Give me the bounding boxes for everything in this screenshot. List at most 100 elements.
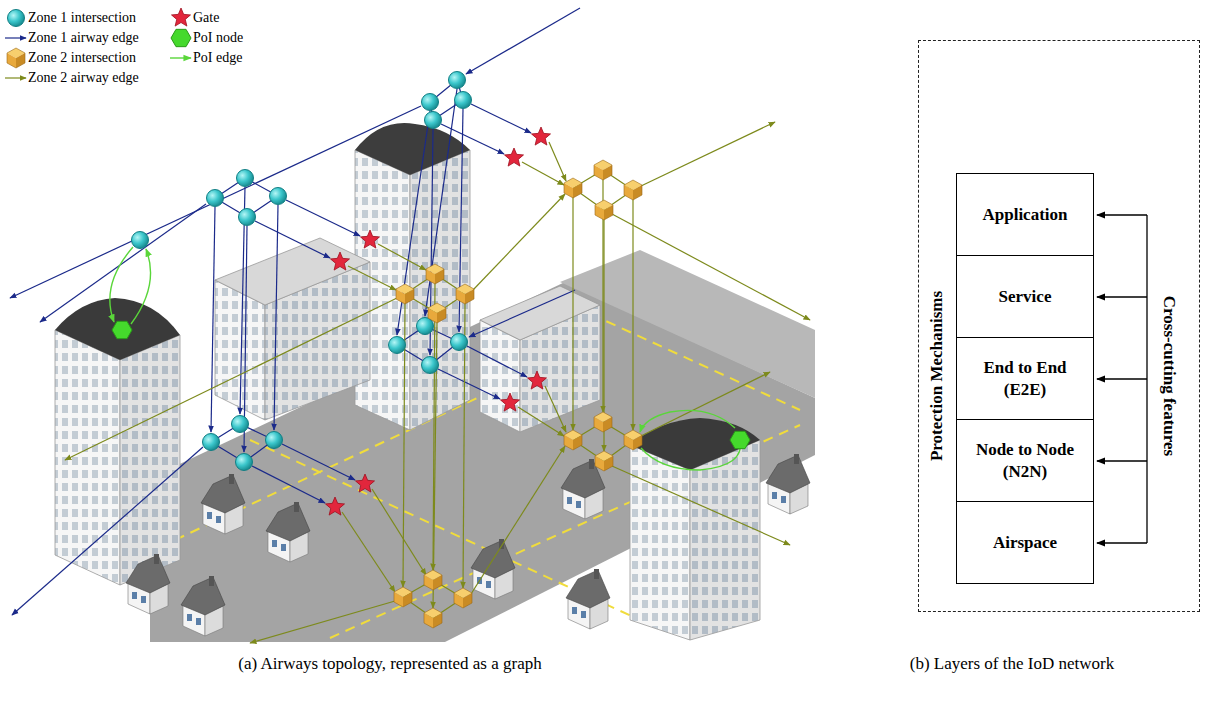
- zone1-airway-edges: [12, 447, 203, 615]
- layer-label: End to End (E2E): [965, 357, 1085, 400]
- intersections: [394, 587, 412, 607]
- zone1-airway-edges: [211, 207, 215, 432]
- legend-symbols: [170, 57, 191, 58]
- legend-symbols: [5, 8, 191, 78]
- gates: [360, 230, 379, 248]
- zone1-airway-edges: [274, 205, 278, 430]
- buildings: [766, 454, 810, 514]
- layer-label: Airspace: [993, 532, 1057, 553]
- zone1-airway-edges: [282, 444, 355, 480]
- gates: [531, 127, 550, 145]
- layer-box: End to End (E2E): [956, 337, 1094, 420]
- cross-cutting-bracket: [1097, 215, 1147, 543]
- buildings: [630, 418, 760, 470]
- zone1-airway-edges: [255, 221, 330, 258]
- layer-box: Service: [956, 255, 1094, 338]
- zone2-airway-edges: [641, 372, 770, 436]
- buildings: [55, 123, 810, 640]
- intersections: [417, 318, 434, 335]
- buildings: [630, 445, 690, 640]
- zone2-airway-edges: [471, 446, 565, 594]
- cross-cutting-bracket: [1097, 460, 1147, 461]
- intersections: [595, 451, 613, 471]
- zone2-airway-edges: [250, 601, 395, 643]
- zone1-airway-edges: [469, 290, 575, 337]
- buildings: [215, 238, 370, 305]
- zone2-airway-edges: [549, 142, 566, 181]
- layer-box: Application: [956, 173, 1094, 256]
- buildings: [55, 330, 120, 585]
- gates: [330, 252, 349, 270]
- zone1-airway-edges: [425, 89, 457, 316]
- intersections: [624, 180, 642, 200]
- poi-edges: [110, 247, 133, 322]
- poi-edges: [641, 440, 741, 470]
- zone2-airway-edges: [572, 197, 573, 430]
- intersections: [237, 170, 254, 187]
- buildings: [355, 123, 470, 175]
- zone2-airway-edges: [518, 407, 564, 436]
- intersections: [389, 337, 406, 354]
- side-title: Protection Mechanisms: [928, 291, 945, 461]
- legend-label: Zone 1 intersection: [28, 9, 136, 27]
- zone2-airway-edges: [612, 466, 790, 545]
- buildings: [566, 569, 610, 629]
- zone1-airway-edges: [397, 111, 430, 335]
- intersections: [236, 454, 253, 471]
- zone1-airway-edges: [286, 200, 360, 236]
- cross-cutting-bracket: [1097, 214, 1147, 215]
- poi-edges: [131, 249, 151, 324]
- cross-cutting-bracket: [1097, 542, 1147, 543]
- zone1-airway-edges: [252, 466, 325, 503]
- legend-label: Zone 1 airway edge: [28, 29, 139, 47]
- intersections: [424, 570, 442, 590]
- poi-nodes: [112, 321, 750, 448]
- layer-box: Airspace: [956, 501, 1094, 584]
- intersections: [396, 284, 414, 304]
- zone2-airway-edges: [632, 199, 633, 430]
- zone1-airway-edges: [441, 124, 504, 154]
- poi-nodes: [730, 431, 750, 448]
- buildings: [266, 502, 310, 562]
- layer-label: Service: [999, 286, 1052, 307]
- legend-label: PoI node: [193, 29, 243, 47]
- zone1-airway-edges: [40, 204, 206, 322]
- intersections: [456, 284, 474, 304]
- cross-cutting-bracket: [1097, 378, 1147, 379]
- zone2-airway-edges: [372, 489, 426, 575]
- cross-cutting-bracket: [1097, 215, 1147, 543]
- zone1-airway-edges: [10, 8, 580, 615]
- poi-edges: [640, 410, 735, 432]
- intersections: [594, 160, 612, 180]
- zone1-airway-edges: [471, 104, 531, 133]
- intersections: [203, 434, 220, 451]
- legend-symbols: [5, 77, 26, 78]
- intersections: [239, 209, 256, 226]
- figure-caption: (a) Airways topology, represented as a g…: [110, 650, 670, 677]
- intersections: [422, 94, 439, 111]
- legend-label: Gate: [193, 9, 219, 27]
- intersections: [266, 432, 283, 449]
- intersections: [425, 112, 442, 129]
- intersections: [422, 357, 439, 374]
- buildings: [126, 554, 170, 614]
- zone2-airway-edges: [378, 244, 426, 270]
- layer-box: Node to Node (N2N): [956, 419, 1094, 502]
- street-ground: [150, 250, 815, 642]
- legend-label: PoI edge: [193, 49, 242, 67]
- buildings: [120, 335, 180, 585]
- intersections: [449, 72, 466, 89]
- intersections: [595, 200, 613, 220]
- intersections: [564, 430, 582, 450]
- zone1-airway-edges: [10, 8, 580, 615]
- side-title: Cross-cutting features: [1161, 296, 1178, 456]
- zone2-airway-edges: [342, 512, 395, 592]
- gates: [355, 474, 374, 492]
- intersections: [232, 416, 249, 433]
- intersections: [428, 303, 446, 323]
- zone2-airway-edges: [545, 386, 566, 432]
- zone1-airway-edges: [467, 346, 527, 377]
- zone1-airway-edges: [438, 369, 500, 399]
- zone2-airway-edges: [65, 122, 810, 643]
- layer-label: Application: [982, 204, 1067, 225]
